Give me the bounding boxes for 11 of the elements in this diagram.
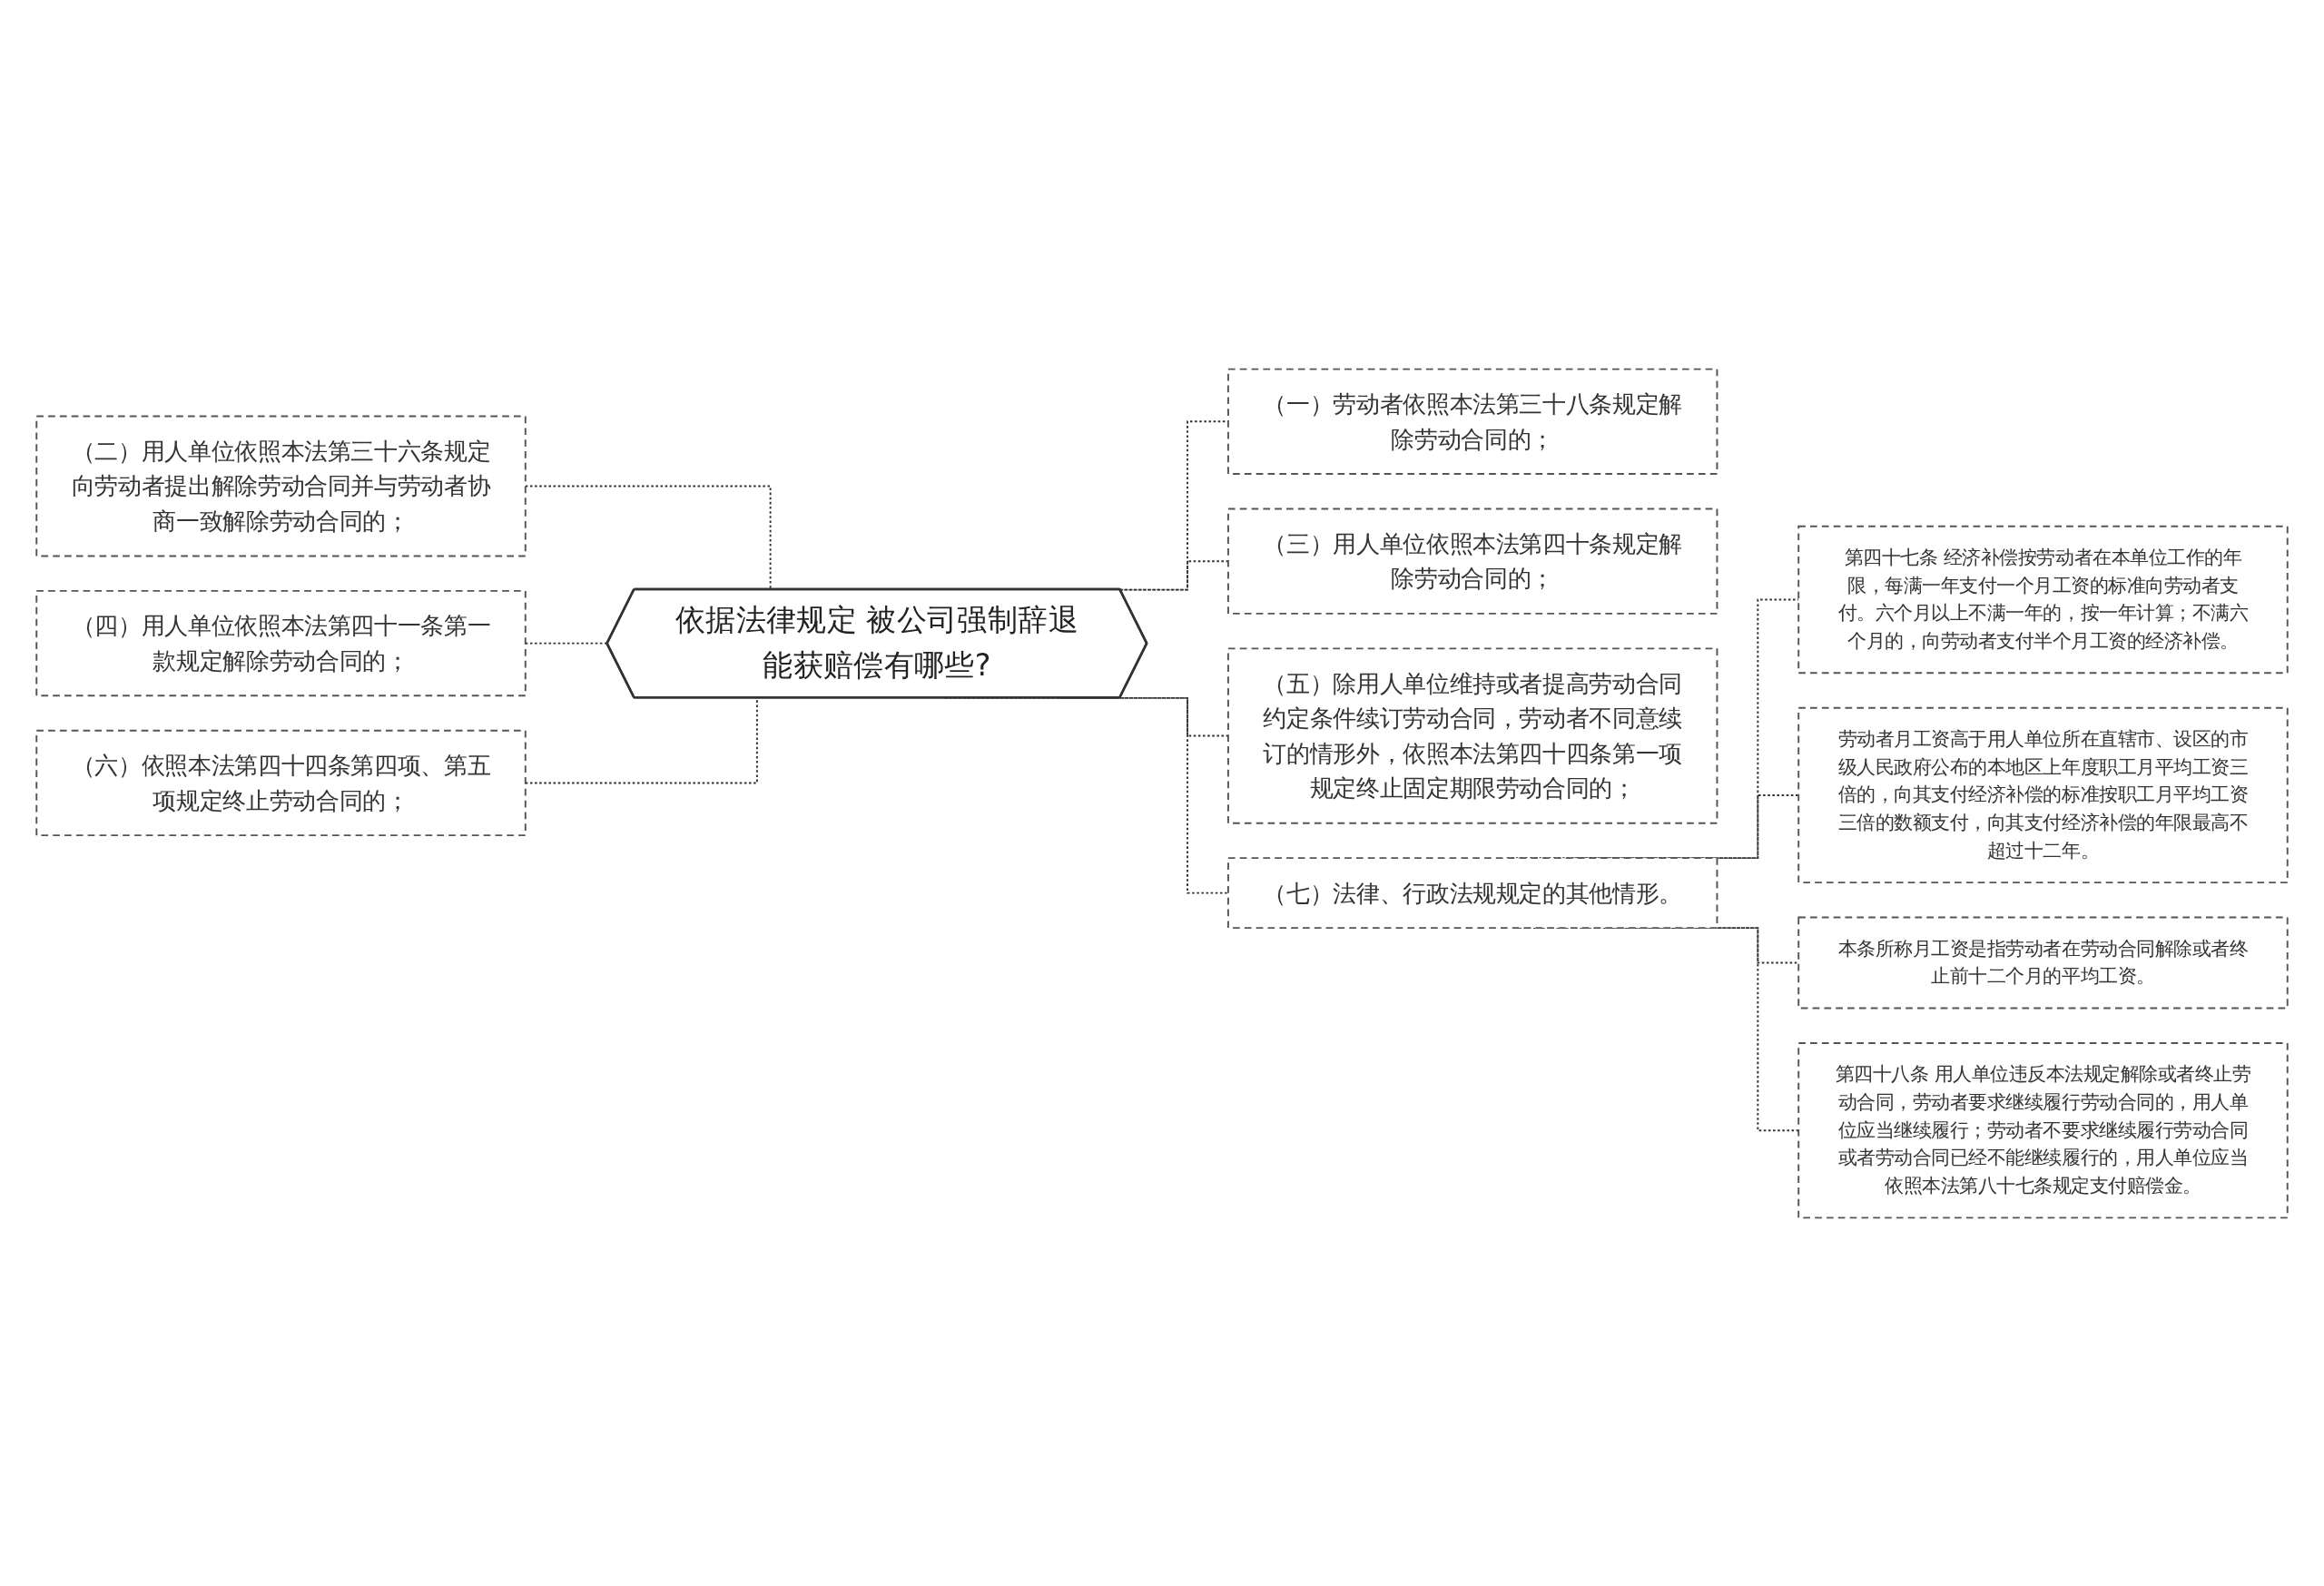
node-box: （三）用人单位依照本法第四十条规定解除劳动合同的； xyxy=(1226,507,1718,615)
node-box: 第四十七条 经济补偿按劳动者在本单位工作的年限，每满一年支付一个月工资的标准向劳动者支付。六个月以上不满一年的，按一年计算；不满六个月的，向劳动者支付半个月工资的经济补偿。 xyxy=(1797,525,2289,674)
node-box: （七）法律、行政法规规定的其他情形。 xyxy=(1226,856,1718,929)
node-box: （五）除用人单位维持或者提高劳动合同约定条件续订劳动合同，劳动者不同意续订的情形外，依照本法第四十四条第一项规定终止固定期限劳动合同的； xyxy=(1226,646,1718,824)
node-box: 劳动者月工资高于用人单位所在直辖市、设区的市级人民政府公布的本地区上年度职工月平均工资三倍的，向其支付经济补偿的标准按职工月平均工资三倍的数额支付，向其支付经济补偿的年限最高不超过十二年。 xyxy=(1797,706,2289,883)
node-box: 第四十八条 用人单位违反本法规定解除或者终止劳动合同，劳动者要求继续履行劳动合同的，用人单位应当继续履行；劳动者不要求继续履行劳动合同或者劳动合同已经不能继续履行的，用人单位应当依照本法第八十七条规定支付赔偿金。 xyxy=(1797,1041,2289,1218)
node-box: （二）用人单位依照本法第三十六条规定向劳动者提出解除劳动合同并与劳动者协商一致解除劳动合同的； xyxy=(35,415,527,557)
node-box: （一）劳动者依照本法第三十八条规定解除劳动合同的； xyxy=(1226,368,1718,475)
node-box: 本条所称月工资是指劳动者在劳动合同解除或者终止前十二个月的平均工资。 xyxy=(1797,916,2289,1010)
node-box: （六）依照本法第四十四条第四项、第五项规定终止劳动合同的； xyxy=(35,729,527,836)
node-box: （四）用人单位依照本法第四十一条第一款规定解除劳动合同的； xyxy=(35,589,527,696)
